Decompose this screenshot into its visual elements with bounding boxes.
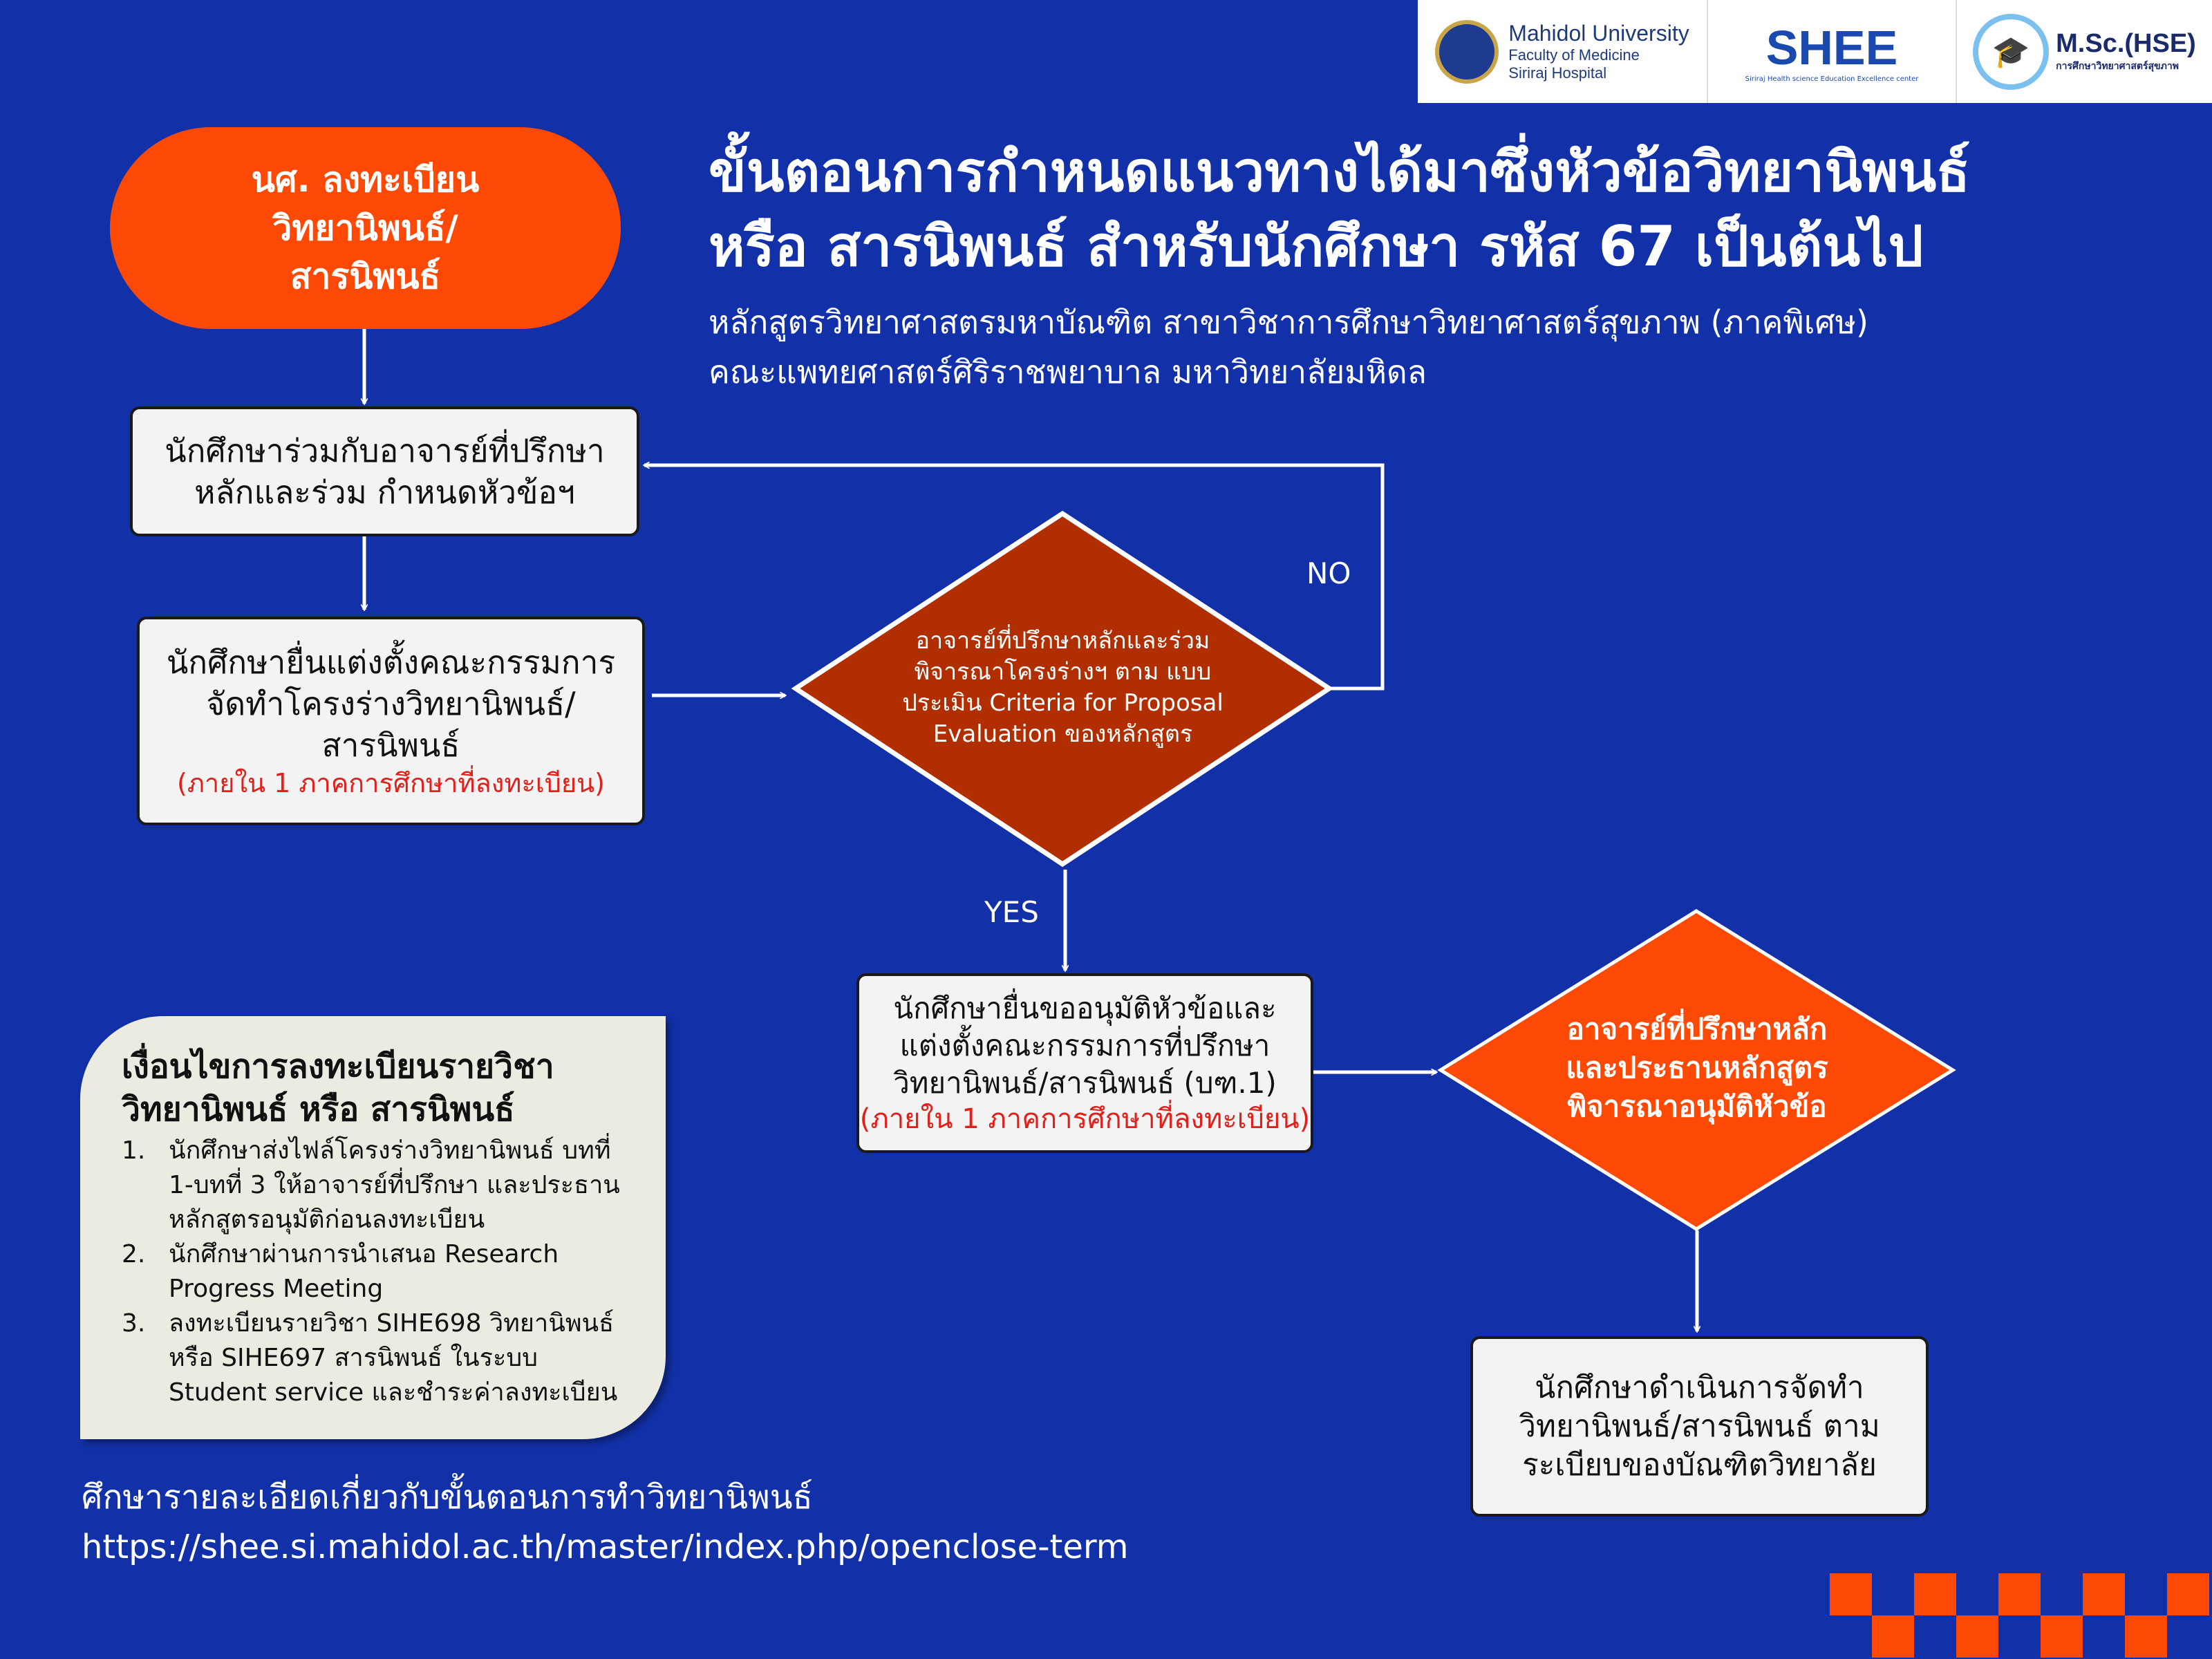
conditions-title-line: วิทยานิพนธ์ หรือ สารนิพนธ์ [122, 1090, 515, 1129]
condition-text: ลงทะเบียนรายวิชา SIHE698 วิทยานิพนธ์ หรื… [169, 1309, 618, 1407]
arrow-no-loop [644, 465, 1385, 691]
footer-text: ศึกษารายละเอียดเกี่ยวกับขั้นตอนการทำวิทย… [82, 1478, 813, 1517]
checker-square [1830, 1573, 1872, 1615]
step-4-line: นักศึกษาดำเนินการจัดทำ [1535, 1369, 1864, 1405]
condition-item: 1. นักศึกษาส่งไฟล์โครงร่างวิทยานิพนธ์ บทท… [122, 1134, 638, 1237]
condition-number: 1. [122, 1136, 146, 1165]
decision-1-line: อาจารย์ที่ปรึกษาหลักและร่วม [915, 627, 1210, 655]
checker-square [1956, 1615, 1998, 1658]
decision-1-line: พิจารณาโครงร่างฯ ตาม แบบ [914, 658, 1212, 686]
step-1-line: นักศึกษาร่วมกับอาจารย์ที่ปรึกษา [165, 432, 605, 469]
shee-logo: SHEE Siriraj Health science Education Ex… [1708, 0, 1957, 103]
checker-square [2083, 1573, 2125, 1615]
graduation-cap-icon: 🎓 [1973, 13, 2050, 90]
decision-1-line: Evaluation ของหลักสูตร [932, 720, 1193, 748]
condition-item: 2. นักศึกษาผ่านการนำเสนอ Research Progres… [122, 1237, 638, 1306]
no-label: NO [1306, 556, 1351, 590]
mahidol-faculty: Faculty of Medicine [1508, 46, 1640, 64]
decision-1-text: อาจารย์ที่ปรึกษาหลักและร่วม พิจารณาโครงร… [864, 608, 1262, 767]
shee-title: SHEE [1765, 21, 1898, 75]
page-subtitle: หลักสูตรวิทยาศาสตรมหาบัณฑิต สาขาวิชาการศ… [709, 297, 1868, 397]
checker-square [2041, 1615, 2083, 1658]
step-3-line: แต่งตั้งคณะกรรมการที่ปรึกษา [899, 1029, 1271, 1062]
mahidol-title: Mahidol University [1508, 21, 1689, 46]
subtitle-line-2: คณะแพทยศาสตร์ศิริราชพยาบาล มหาวิทยาลัยมห… [709, 353, 1427, 391]
step-3-line: นักศึกษายื่นขออนุมัติหัวข้อและ [893, 991, 1277, 1025]
checker-square [2125, 1615, 2167, 1658]
msc-subtitle: การศึกษาวิทยาศาสตร์สุขภาพ [2056, 61, 2179, 72]
step-3-line: วิทยานิพนธ์/สารนิพนธ์ (บฑ.1) [893, 1066, 1277, 1100]
start-node: นศ. ลงทะเบียน วิทยานิพนธ์/ สารนิพนธ์ [110, 127, 621, 329]
step-3-note: (ภายใน 1 ภาคการศึกษาที่ลงทะเบียน) [859, 1103, 1311, 1135]
step-1-box: นักศึกษาร่วมกับอาจารย์ที่ปรึกษา หลักและร… [130, 406, 639, 536]
step-4-line: วิทยานิพนธ์/สารนิพนธ์ ตาม [1519, 1408, 1880, 1444]
msc-title: M.Sc.(HSE) [2056, 29, 2196, 58]
checker-square [1998, 1573, 2041, 1615]
step-2-line: จัดทำโครงร่างวิทยานิพนธ์/ [206, 685, 576, 722]
conditions-panel: เงื่อนไขการลงทะเบียนรายวิชาวิทยานิพนธ์ ห… [80, 1016, 666, 1439]
conditions-title: เงื่อนไขการลงทะเบียนรายวิชาวิทยานิพนธ์ ห… [122, 1045, 638, 1131]
condition-item: 3. ลงทะเบียนรายวิชา SIHE698 วิทยานิพนธ์ ห… [122, 1306, 638, 1410]
step-2-line: สารนิพนธ์ [321, 727, 460, 764]
condition-number: 3. [122, 1309, 146, 1338]
conditions-title-line: เงื่อนไขการลงทะเบียนรายวิชา [122, 1047, 554, 1086]
footer: ศึกษารายละเอียดเกี่ยวกับขั้นตอนการทำวิทย… [82, 1472, 1129, 1572]
footer-link[interactable]: https://shee.si.mahidol.ac.th/master/ind… [82, 1528, 1129, 1566]
decision-2-text: อาจารย์ที่ปรึกษาหลัก และประธานหลักสูตร พ… [1507, 982, 1887, 1154]
yes-label: YES [984, 895, 1039, 929]
step-3-box: นักศึกษายื่นขออนุมัติหัวข้อและ แต่งตั้งค… [856, 973, 1313, 1153]
subtitle-line-1: หลักสูตรวิทยาศาสตรมหาบัณฑิต สาขาวิชาการศ… [709, 303, 1868, 341]
mahidol-hospital: Siriraj Hospital [1508, 64, 1607, 82]
step-2-note: (ภายใน 1 ภาคการศึกษาที่ลงทะเบียน) [177, 768, 605, 798]
step-4-box: นักศึกษาดำเนินการจัดทำ วิทยานิพนธ์/สารนิ… [1470, 1336, 1929, 1517]
decision-1-line: ประเมิน Criteria for Proposal [902, 689, 1224, 717]
condition-text: นักศึกษาส่งไฟล์โครงร่างวิทยานิพนธ์ บทที่… [169, 1136, 620, 1234]
shee-subtitle: Siriraj Health science Education Excelle… [1745, 75, 1919, 83]
step-2-line: นักศึกษายื่นแต่งตั้งคณะกรรมการ [166, 644, 616, 681]
decision-2-line: และประธานหลักสูตร [1566, 1051, 1828, 1085]
condition-number: 2. [122, 1240, 146, 1268]
step-4-line: ระเบียบของบัณฑิตวิทยาลัย [1522, 1447, 1877, 1483]
decision-2-line: อาจารย์ที่ปรึกษาหลัก [1566, 1012, 1828, 1046]
condition-text: นักศึกษาผ่านการนำเสนอ Research Progress … [169, 1240, 559, 1303]
step-2-box: นักศึกษายื่นแต่งตั้งคณะกรรมการ จัดทำโครง… [137, 617, 645, 825]
step-1-line: หลักและร่วม กำหนดหัวข้อฯ [194, 474, 575, 511]
decision-2-line: พิจารณาอนุมัติหัวข้อ [1567, 1089, 1827, 1123]
page-title: ขั้นตอนการกำหนดแนวทางได้มาซึ่งหัวข้อวิทย… [709, 135, 1970, 284]
decision-diamond-2 [1437, 909, 1956, 1231]
title-line-1: ขั้นตอนการกำหนดแนวทางได้มาซึ่งหัวข้อวิทย… [709, 140, 1970, 204]
checker-square [1914, 1573, 1956, 1615]
mahidol-seal-icon [1435, 19, 1499, 84]
checker-square [2167, 1573, 2209, 1615]
title-line-2: หรือ สารนิพนธ์ สำหรับนักศึกษา รหัส 67 เป… [709, 214, 1924, 279]
msc-logo: 🎓 M.Sc.(HSE) การศึกษาวิทยาศาสตร์สุขภาพ [1957, 0, 2212, 103]
decision-diamond-1 [791, 510, 1334, 868]
checker-square [1872, 1615, 1914, 1658]
